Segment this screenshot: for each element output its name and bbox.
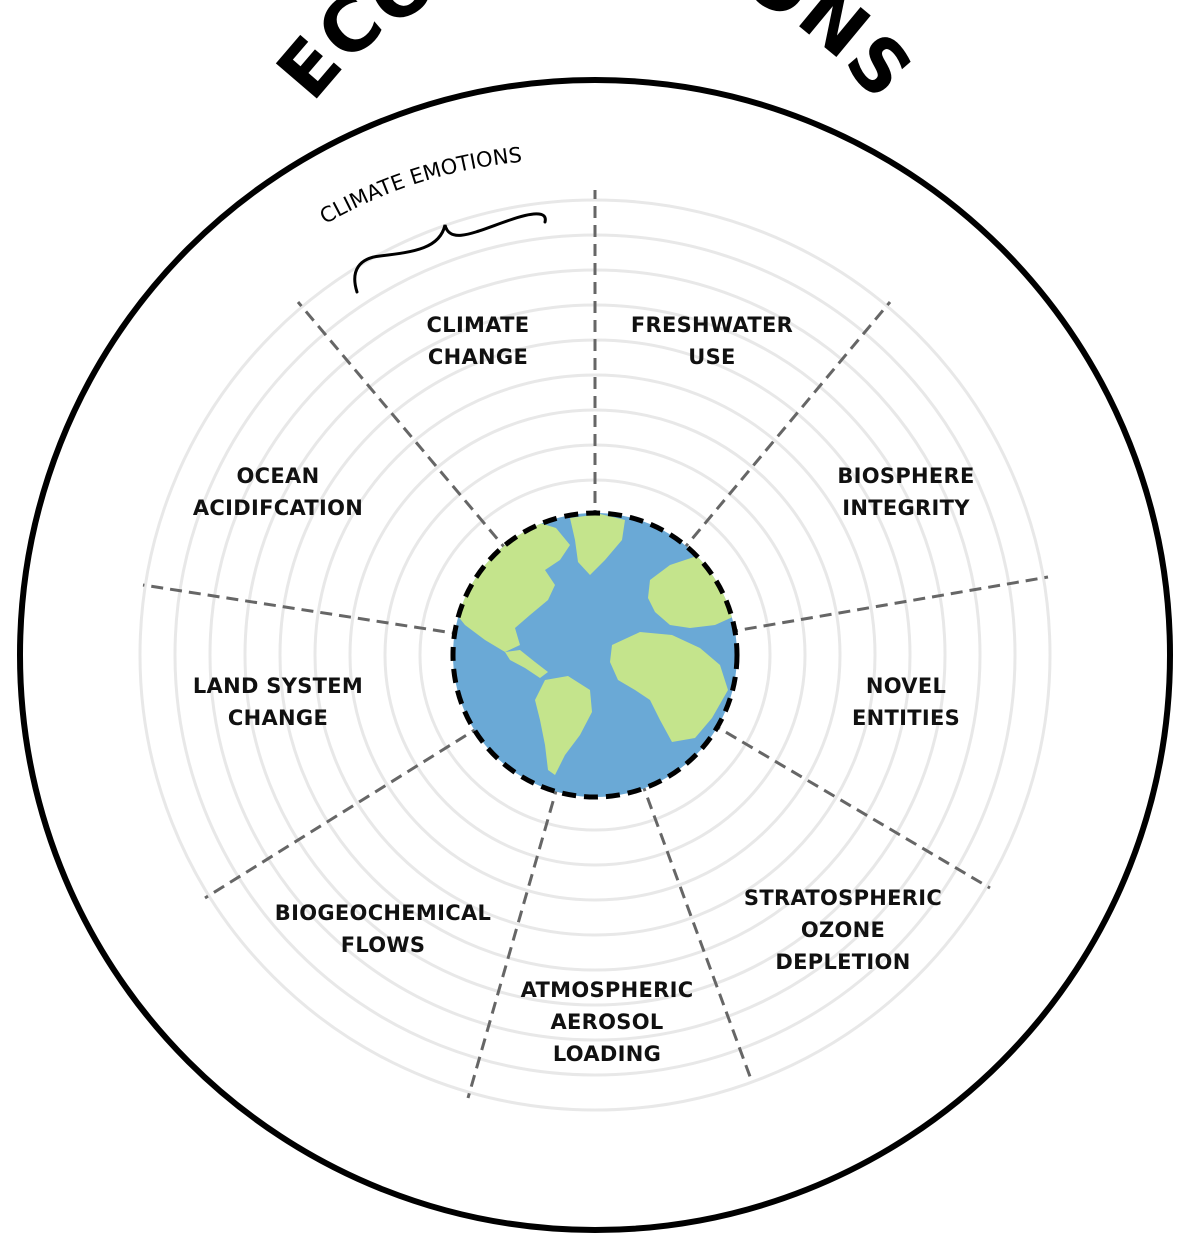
land-greenland [570,514,625,575]
segment-label-line: CLIMATE [427,313,530,337]
segment-label-1: CLIMATE CHANGE [427,313,530,369]
segment-label-line: ACIDIFCATION [193,496,363,520]
segment-label-line: INTEGRITY [842,496,970,520]
segment-label-line: ENTITIES [852,706,960,730]
ring-9 [138,198,1052,1112]
segment-label-3: BIOSPHERE INTEGRITY [837,464,974,520]
segment-label-line: FLOWS [341,933,426,957]
segment-labels: CLIMATE CHANGE FRESHWATER USE BIOSPHERE INTEG… [193,313,975,1066]
segment-label-line: BIOGEOCHEMICAL [275,901,491,925]
globe-icon [450,510,740,800]
segment-label-line: DEPLETION [775,950,910,974]
subgroup-brace [353,212,547,294]
segment-label-line: OZONE [801,918,885,942]
segment-label-line: CHANGE [428,345,528,369]
segment-label-4: NOVEL ENTITIES [852,674,960,730]
segment-label-line: USE [688,345,735,369]
segment-label-8: LAND SYSTEM CHANGE [193,674,363,730]
land-central-america [505,650,548,678]
segment-label-line: STRATOSPHERIC [744,886,942,910]
ring-4 [313,373,877,937]
land-south-america [535,676,592,775]
land-africa [610,632,728,742]
segment-label-line: ATMOSPHERIC [521,978,694,1002]
segment-label-6: ATMOSPHERIC AEROSOL LOADING [521,978,694,1066]
globe-dashed-outline [450,510,740,800]
segment-label-line: BIOSPHERE [837,464,974,488]
segment-label-7: BIOGEOCHEMICAL FLOWS [275,901,491,957]
segment-label-line: OCEAN [237,464,320,488]
segment-label-2: FRESHWATER USE [631,313,793,369]
segment-label-5: STRATOSPHERIC OZONE DEPLETION [744,886,942,974]
segment-label-line: CHANGE [228,706,328,730]
segment-label-line: AEROSOL [550,1010,663,1034]
segment-label-line: LAND SYSTEM [193,674,363,698]
segment-label-9: OCEAN ACIDIFCATION [193,464,363,520]
segment-label-line: LOADING [553,1042,661,1066]
segment-label-line: NOVEL [866,674,946,698]
segment-label-line: FRESHWATER [631,313,793,337]
ring-3 [348,408,842,902]
